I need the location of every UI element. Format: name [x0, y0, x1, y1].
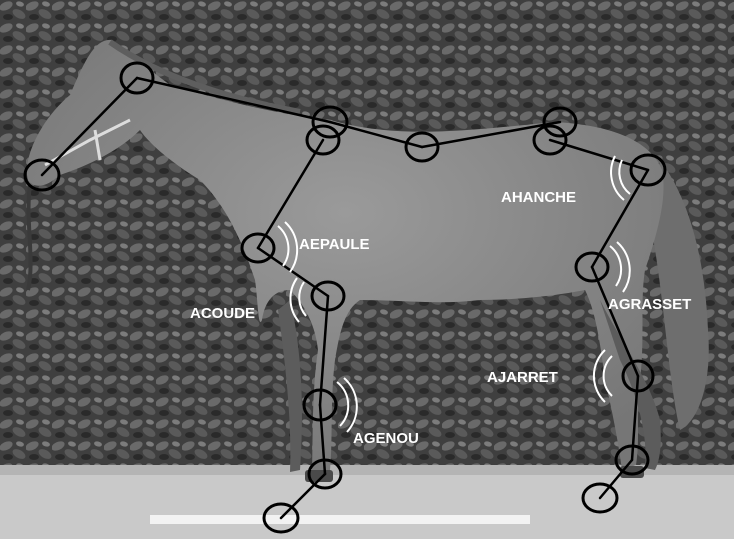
joint-poll: [119, 61, 155, 95]
lead-rope: [26, 184, 33, 291]
joint-elbow: [310, 280, 346, 312]
ground-white-bar: [150, 515, 530, 524]
joints: [23, 61, 667, 534]
joint-withers: [311, 105, 349, 139]
angle-labels: AHANCHE AEPAULE ACOUDE AGRASSET AJARRET …: [190, 189, 691, 447]
arc-hip: [610, 155, 631, 201]
horse-mane: [108, 39, 301, 115]
joint-stifle: [574, 251, 610, 283]
joint-croup: [542, 106, 578, 138]
arc-elbow: [289, 277, 307, 323]
bone-forearm: [318, 294, 330, 407]
joint-knee: [302, 388, 338, 422]
bone-poll-withers: [135, 76, 332, 124]
joint-shoulder: [240, 232, 276, 264]
horse-body: [26, 39, 664, 472]
bone-cannon-front: [318, 403, 327, 476]
joint-hip: [629, 153, 667, 187]
bone-shoulder: [256, 138, 325, 250]
arc-shoulder: [277, 221, 299, 273]
bone-femur: [590, 168, 650, 269]
arc-stifle: [609, 241, 631, 293]
ground-shade: [0, 465, 734, 475]
bone-back-croup: [420, 120, 562, 149]
horse-tail: [650, 160, 709, 430]
joint-hock: [621, 359, 655, 393]
joint-back: [404, 131, 440, 163]
label-aepaule: AEPAULE: [299, 236, 370, 253]
label-ahanche: AHANCHE: [501, 189, 576, 206]
joint-fetlock-front: [307, 458, 343, 490]
horse: [26, 39, 709, 482]
arc-hock: [592, 349, 613, 403]
label-ajarret: AJARRET: [487, 369, 558, 386]
ground: [0, 465, 734, 539]
bone-nose-poll: [40, 76, 139, 177]
bone-tibia: [590, 265, 640, 378]
bone-pastern-front: [279, 472, 327, 520]
label-agrasset: AGRASSET: [608, 296, 691, 313]
joint-hip-top: [532, 124, 568, 156]
joint-fetlock-rear: [614, 444, 650, 476]
joint-hoof-front: [262, 502, 300, 534]
angle-arcs: [277, 155, 631, 433]
label-agenou: AGENOU: [353, 430, 419, 447]
joint-shoulder-top: [305, 124, 341, 156]
joint-hoof-rear: [581, 482, 619, 514]
bone-pastern-rear: [598, 458, 634, 500]
joint-nose: [23, 158, 61, 192]
skeleton-lines: [40, 76, 650, 520]
arc-knee: [336, 377, 358, 433]
label-acoude: ACOUDE: [190, 305, 255, 322]
